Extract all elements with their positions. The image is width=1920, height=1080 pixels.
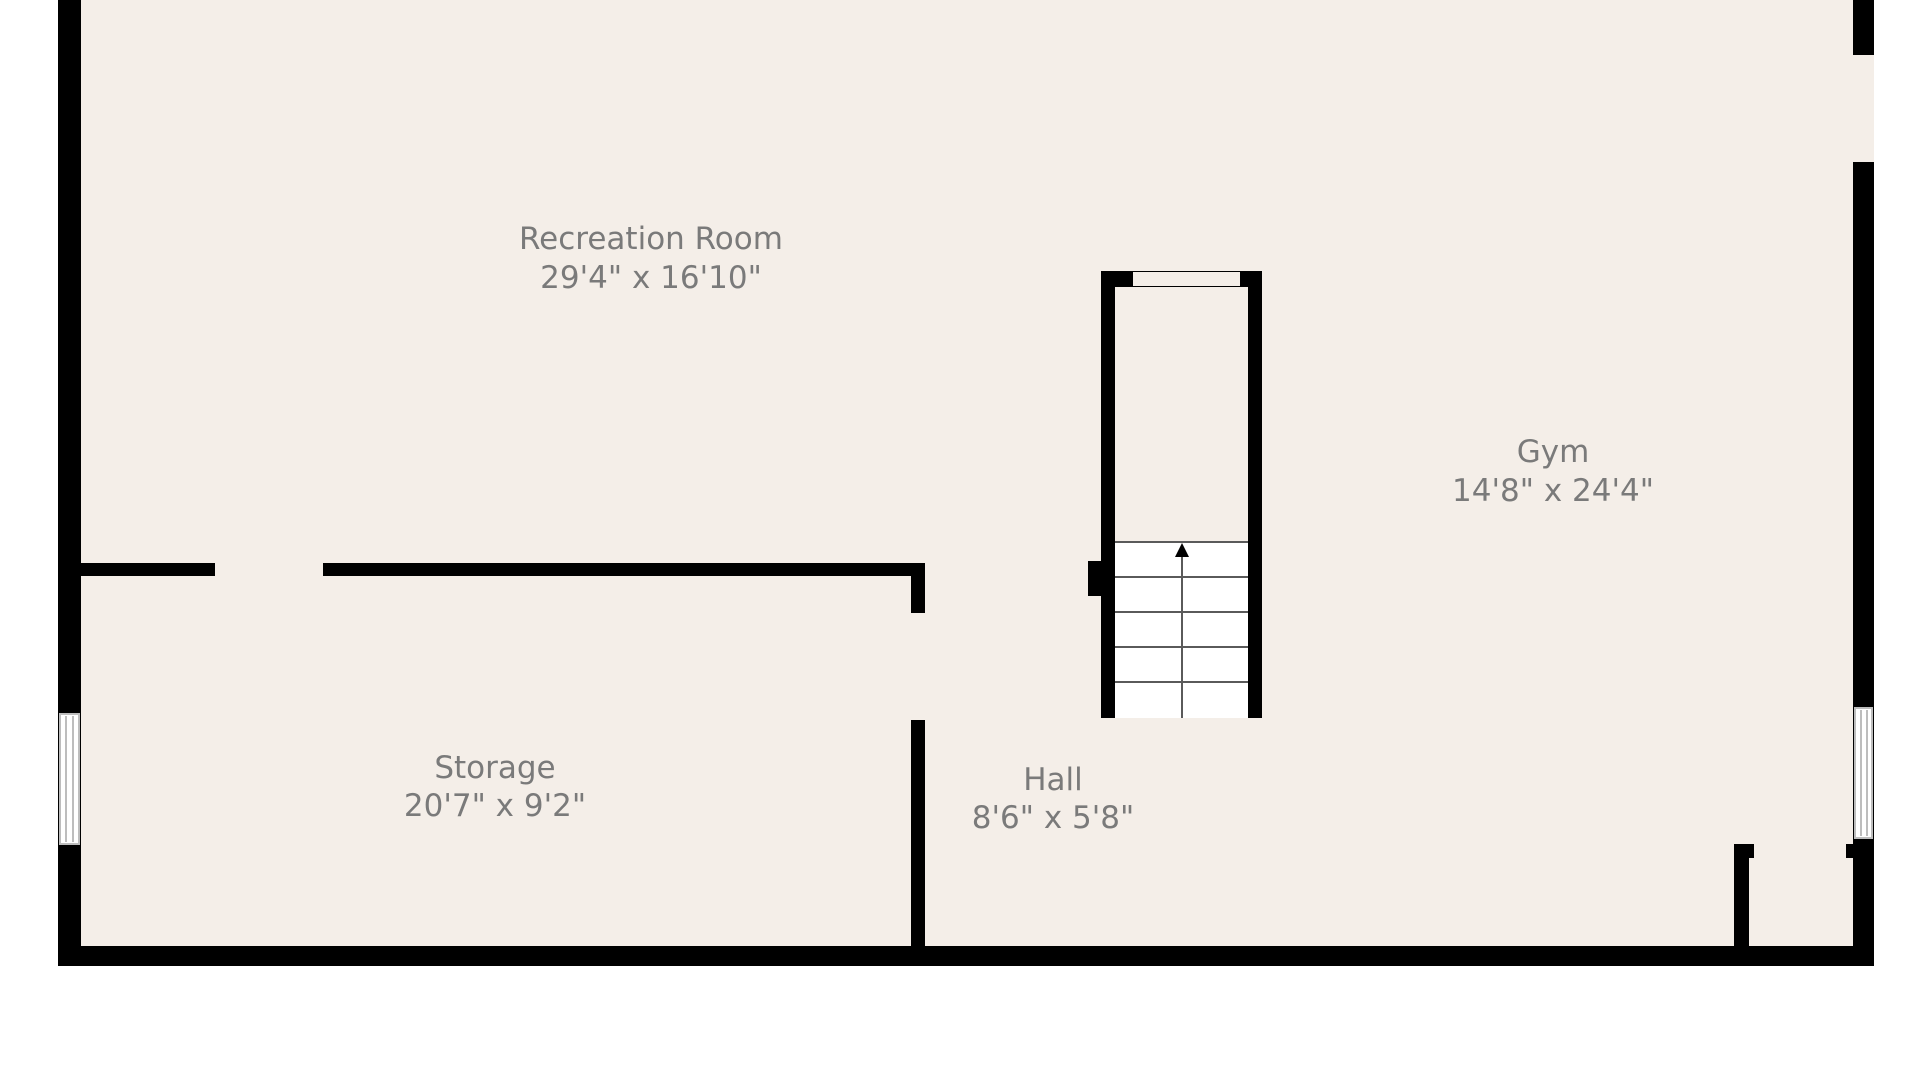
- room-dims-recreation: 29'4" x 16'10": [540, 260, 762, 296]
- wall-opening-right-upper: [1853, 55, 1874, 162]
- closet-door-top: [1754, 843, 1846, 859]
- room-name-hall: Hall: [1023, 762, 1083, 798]
- room-name-recreation: Recreation Room: [519, 221, 783, 257]
- closet-wall-left: [1734, 844, 1749, 955]
- window-right: [1854, 707, 1873, 839]
- room-name-storage: Storage: [434, 750, 555, 786]
- storage-door-right: [910, 613, 926, 720]
- stair-wall-stub: [1088, 561, 1104, 596]
- room-dims-storage: 20'7" x 9'2": [404, 788, 586, 824]
- staircase: [1115, 541, 1248, 718]
- stair-wall-right: [1248, 271, 1262, 718]
- stair-door-top: [1133, 272, 1240, 286]
- room-dims-hall: 8'6" x 5'8": [972, 800, 1135, 836]
- storage-door-top: [215, 562, 323, 577]
- room-name-gym: Gym: [1517, 434, 1590, 470]
- window-left: [59, 713, 80, 845]
- arrow-up-icon: [1175, 543, 1189, 557]
- room-dims-gym: 14'8" x 24'4": [1452, 473, 1654, 509]
- exterior-wall-bottom: [58, 946, 1874, 966]
- storage-wall-top: [68, 563, 925, 576]
- floor-area: [68, 0, 1865, 955]
- stair-wall-left: [1101, 271, 1115, 718]
